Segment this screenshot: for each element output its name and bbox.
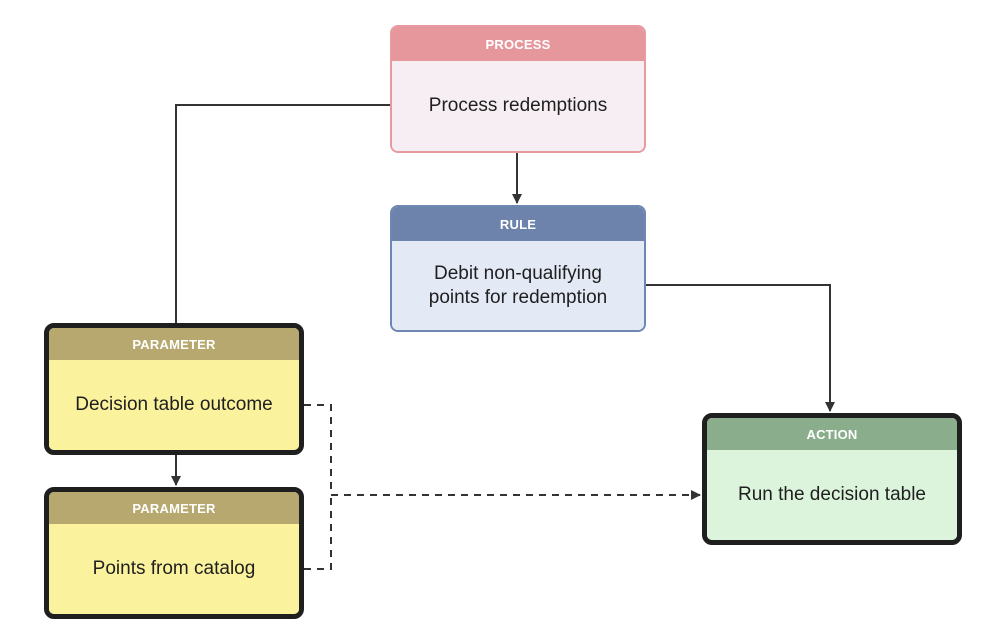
edge-parameter-2-dashed	[304, 495, 332, 570]
parameter-node-text: Decision table outcome	[49, 360, 299, 450]
parameter-node-points-from-catalog[interactable]: PARAMETER Points from catalog	[44, 487, 304, 619]
parameter-node-type-label: PARAMETER	[49, 492, 299, 524]
action-node-type-label: ACTION	[707, 418, 957, 450]
rule-node-text: Debit non-qualifying points for redempti…	[392, 241, 644, 330]
edge-rule-to-action	[646, 284, 835, 412]
rule-node[interactable]: RULE Debit non-qualifying points for red…	[390, 205, 646, 332]
parameter-node-type-label: PARAMETER	[49, 328, 299, 360]
parameter-node-decision-table-outcome[interactable]: PARAMETER Decision table outcome	[44, 323, 304, 455]
edge-process-to-parameter-1	[175, 104, 390, 323]
process-node[interactable]: PROCESS Process redemptions	[390, 25, 646, 153]
parameter-node-text: Points from catalog	[49, 524, 299, 614]
rule-node-type-label: RULE	[392, 207, 644, 241]
process-node-type-label: PROCESS	[392, 27, 644, 61]
action-node-text: Run the decision table	[707, 450, 957, 540]
action-node[interactable]: ACTION Run the decision table	[702, 413, 962, 545]
edge-parameter-1-dashed	[304, 404, 332, 495]
process-node-text: Process redemptions	[392, 61, 644, 151]
